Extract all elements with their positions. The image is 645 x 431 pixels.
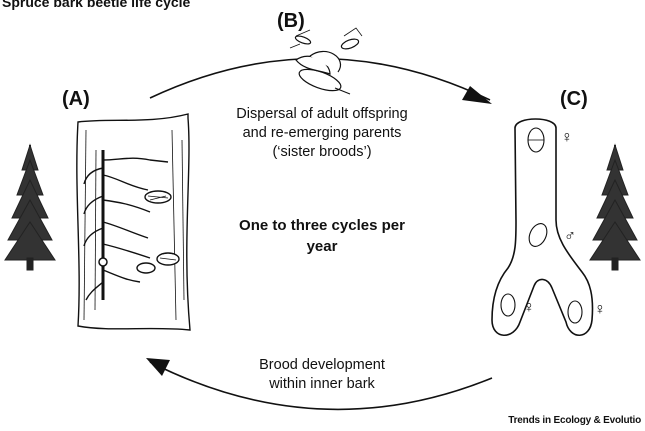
spruce-tree-right-icon xyxy=(590,145,640,270)
spruce-tree-left-icon xyxy=(5,145,55,270)
mating-gallery-illustration xyxy=(492,119,593,335)
female-symbol-right: ♀ xyxy=(594,301,606,319)
panel-label-c: (C) xyxy=(560,88,588,111)
figure-title: Spruce bark beetle life cycle xyxy=(2,0,190,10)
dispersal-caption-line2: and re-emerging parents xyxy=(222,124,422,143)
journal-credit: Trends in Ecology & Evolutio xyxy=(508,415,641,426)
dispersal-caption-line3: (‘sister broods’) xyxy=(222,143,422,162)
cycles-caption-line2: year xyxy=(232,236,412,257)
dispersal-caption-line1: Dispersal of adult offspring xyxy=(222,105,422,124)
cycles-caption: One to three cycles per year xyxy=(232,215,412,257)
brood-caption: Brood development within inner bark xyxy=(252,356,392,394)
female-symbol-left: ♀ xyxy=(523,299,535,317)
flying-beetles-illustration xyxy=(290,28,362,95)
cycles-caption-line1: One to three cycles per xyxy=(232,215,412,236)
female-symbol-top: ♀ xyxy=(561,129,573,147)
panel-label-b: (B) xyxy=(277,10,305,33)
dispersal-caption: Dispersal of adult offspring and re-emer… xyxy=(222,105,422,162)
male-symbol: ♂ xyxy=(564,228,576,246)
bark-gallery-illustration xyxy=(77,114,190,330)
panel-label-a: (A) xyxy=(62,88,90,111)
brood-caption-line2: within inner bark xyxy=(252,375,392,394)
brood-caption-line1: Brood development xyxy=(252,356,392,375)
cycle-arrowhead-bottom xyxy=(146,358,170,376)
